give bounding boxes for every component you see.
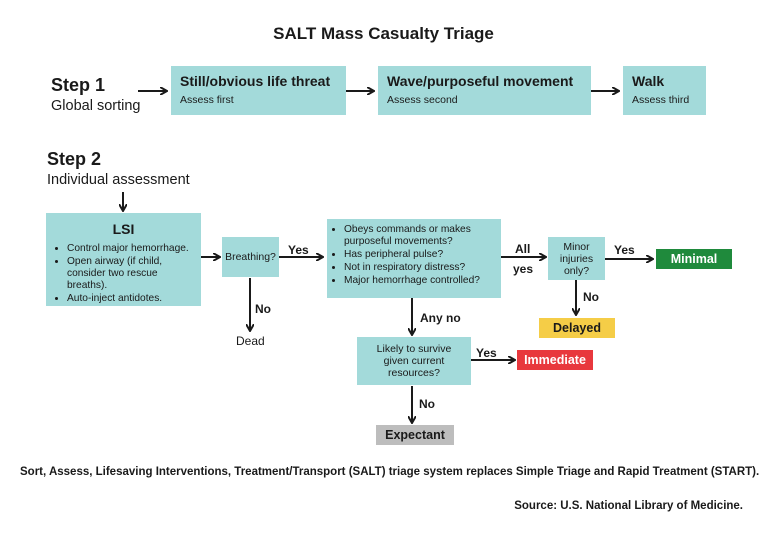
- still-life-threat-box: Still/obvious life threat Assess first: [171, 66, 346, 115]
- label-all-yes: yes: [513, 262, 534, 276]
- step2-sub: Individual assessment: [47, 172, 190, 188]
- result-minimal: Minimal: [656, 249, 732, 269]
- check-item: Major hemorrhage controlled?: [344, 275, 495, 287]
- step1-label: Step 1: [51, 75, 106, 95]
- minor-injuries-box: Minor injuries only?: [548, 237, 605, 280]
- check-item: Not in respiratory distress?: [344, 262, 495, 274]
- checks-box: Obeys commands or makes purposeful movem…: [327, 219, 501, 298]
- step1-sub: Global sorting: [51, 98, 141, 114]
- label-breathing-no: No: [255, 302, 271, 316]
- wave-box-sub: Assess second: [387, 94, 458, 106]
- survive-question: Likely to survive given current resource…: [376, 343, 452, 379]
- result-delayed: Delayed: [539, 318, 615, 338]
- source: Source: U.S. National Library of Medicin…: [514, 500, 743, 512]
- label-dead: Dead: [236, 334, 265, 348]
- label-all: All: [515, 242, 531, 256]
- survive-box: Likely to survive given current resource…: [357, 337, 471, 385]
- result-immediate: Immediate: [517, 350, 593, 370]
- walk-box: Walk Assess third: [623, 66, 706, 115]
- lsi-box: LSI Control major hemorrhage. Open airwa…: [46, 213, 201, 306]
- breathing-box: Breathing?: [222, 237, 279, 277]
- result-expectant: Expectant: [376, 425, 454, 445]
- wave-box-title: Wave/purposeful movement: [387, 73, 574, 89]
- wave-movement-box: Wave/purposeful movement Assess second: [378, 66, 591, 115]
- diagram-title: SALT Mass Casualty Triage: [273, 24, 494, 43]
- breathing-question: Breathing?: [225, 251, 276, 263]
- check-item: Obeys commands or makes purposeful movem…: [344, 224, 495, 248]
- lsi-title: LSI: [112, 221, 135, 237]
- step2-label: Step 2: [47, 149, 102, 169]
- still-box-title: Still/obvious life threat: [180, 73, 331, 89]
- lsi-list: Control major hemorrhage. Open airway (i…: [53, 243, 194, 305]
- lsi-item: Control major hemorrhage.: [67, 243, 194, 255]
- label-survive-no: No: [419, 397, 435, 411]
- still-box-sub: Assess first: [180, 94, 234, 106]
- caption: Sort, Assess, Lifesaving Interventions, …: [20, 466, 760, 478]
- label-survive-yes: Yes: [476, 346, 497, 360]
- lsi-item: Auto-inject antidotes.: [67, 293, 194, 305]
- label-minor-yes: Yes: [614, 243, 635, 257]
- label-any-no: Any no: [420, 311, 461, 325]
- label-breathing-yes: Yes: [288, 243, 309, 257]
- checks-list: Obeys commands or makes purposeful movem…: [331, 224, 495, 287]
- minor-injuries-question: Minor injuries only?: [559, 240, 594, 277]
- label-minor-no: No: [583, 290, 599, 304]
- check-item: Has peripheral pulse?: [344, 249, 495, 261]
- lsi-item: Open airway (if child, consider two resc…: [67, 256, 194, 292]
- walk-box-sub: Assess third: [632, 94, 690, 106]
- walk-box-title: Walk: [632, 73, 665, 89]
